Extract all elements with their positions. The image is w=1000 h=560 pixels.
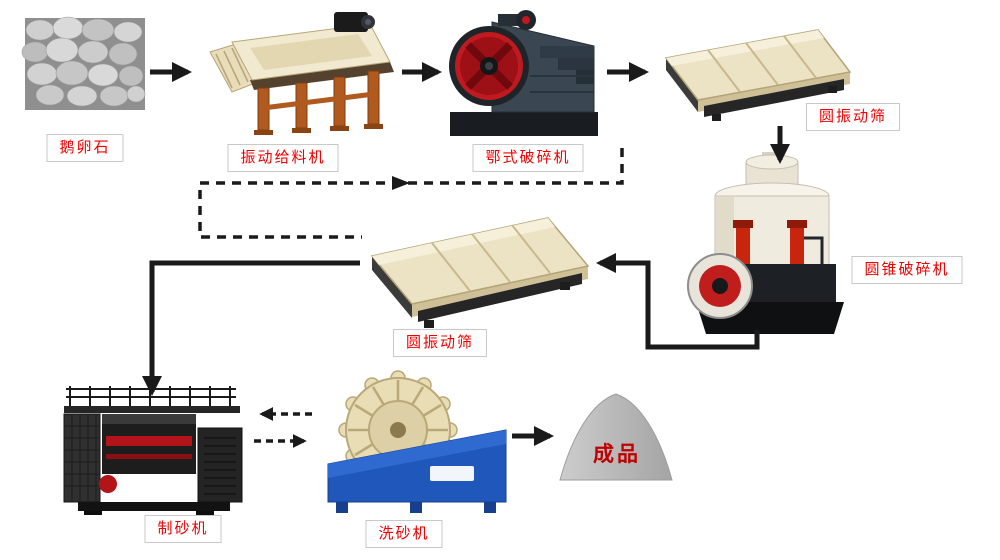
label-screen-mid: 圆振动筛 <box>392 329 488 357</box>
arrow-cone-to-screen-mid <box>596 253 760 350</box>
dashed-flow-lines <box>198 148 624 448</box>
sand-maker-image <box>63 386 243 515</box>
label-screen-top: 圆振动筛 <box>805 103 901 131</box>
label-sand-washer: 洗砂机 <box>365 520 443 548</box>
label-pebbles: 鹅卵石 <box>46 134 124 162</box>
pebbles-image <box>21 16 146 110</box>
label-cone-crusher: 圆锥破碎机 <box>851 256 963 284</box>
label-product: 成品 <box>593 443 641 466</box>
vibrating-feeder-image <box>209 12 394 135</box>
dashed-line-jaw-bypass <box>198 148 624 239</box>
vibrating-screen-mid-image <box>370 217 590 328</box>
cone-crusher-image <box>687 152 844 334</box>
label-jaw-crusher: 鄂式破碎机 <box>472 144 584 172</box>
product-pile-image <box>559 393 673 481</box>
label-sand-maker: 制砂机 <box>144 515 222 543</box>
arrow-screen-mid-to-sand-maker <box>142 260 360 396</box>
label-feeder: 振动给料机 <box>227 144 339 172</box>
vibrating-screen-top-image <box>664 29 852 121</box>
jaw-crusher-image <box>449 10 598 136</box>
flow-arrows <box>142 62 790 446</box>
sand-washer-image <box>327 370 507 513</box>
dashed-bypass-arrowhead <box>392 176 410 190</box>
